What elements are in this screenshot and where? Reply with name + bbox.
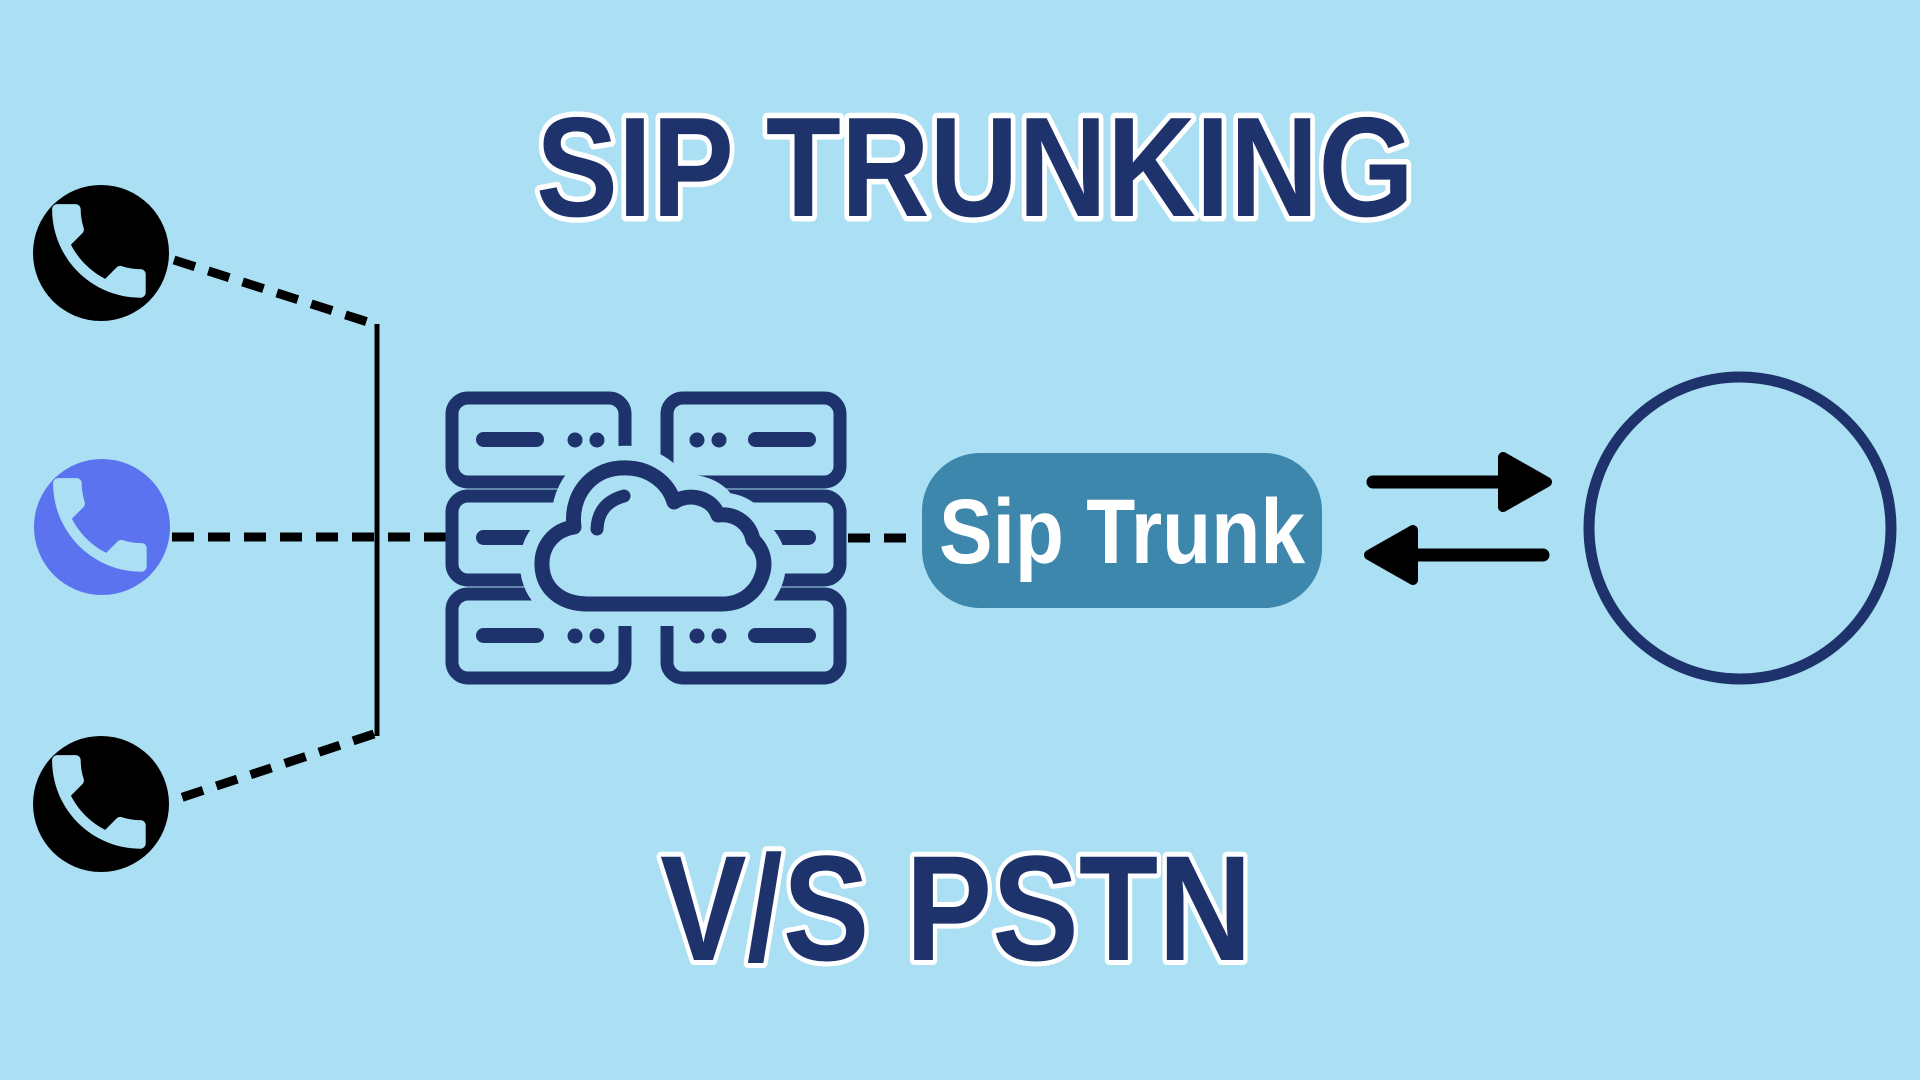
sip-trunk-box: Sip Trunk: [922, 453, 1322, 608]
phone-icon-bottom: [33, 736, 169, 872]
sip-trunk-label: Sip Trunk: [939, 481, 1306, 583]
phone-handset-glyph: [52, 755, 146, 849]
phone-handset-glyph: [52, 204, 146, 298]
cloud-highlight-arc: [590, 489, 631, 536]
sip-trunk-pill: [922, 453, 1322, 608]
arrow-right: [1366, 452, 1552, 512]
bidirectional-arrows-icon: [1364, 452, 1552, 585]
globe-icon: [1583, 371, 1897, 685]
globe-outline: [1583, 371, 1897, 685]
page-subtitle: V/S PSTN: [660, 824, 1252, 992]
server-box: [445, 391, 632, 489]
server-cloud-icon: [445, 391, 847, 685]
phone-circle: [34, 459, 170, 595]
globe-landmasses: [1588, 392, 1892, 656]
phone-circle: [33, 185, 169, 321]
dashed-line-bottom-phone: [172, 729, 376, 805]
arrow-left: [1364, 525, 1550, 585]
phone-handset-glyph: [53, 478, 147, 572]
cloud-icon: [520, 445, 786, 626]
page-title: SIP TRUNKING: [536, 88, 1414, 247]
dashed-line-top-phone: [172, 255, 376, 329]
phone-icon-top: [33, 185, 169, 321]
server-box: [660, 391, 847, 489]
phone-circle: [33, 736, 169, 872]
phone-icon-middle: [34, 459, 170, 595]
phone-connector-lines: [172, 255, 920, 805]
